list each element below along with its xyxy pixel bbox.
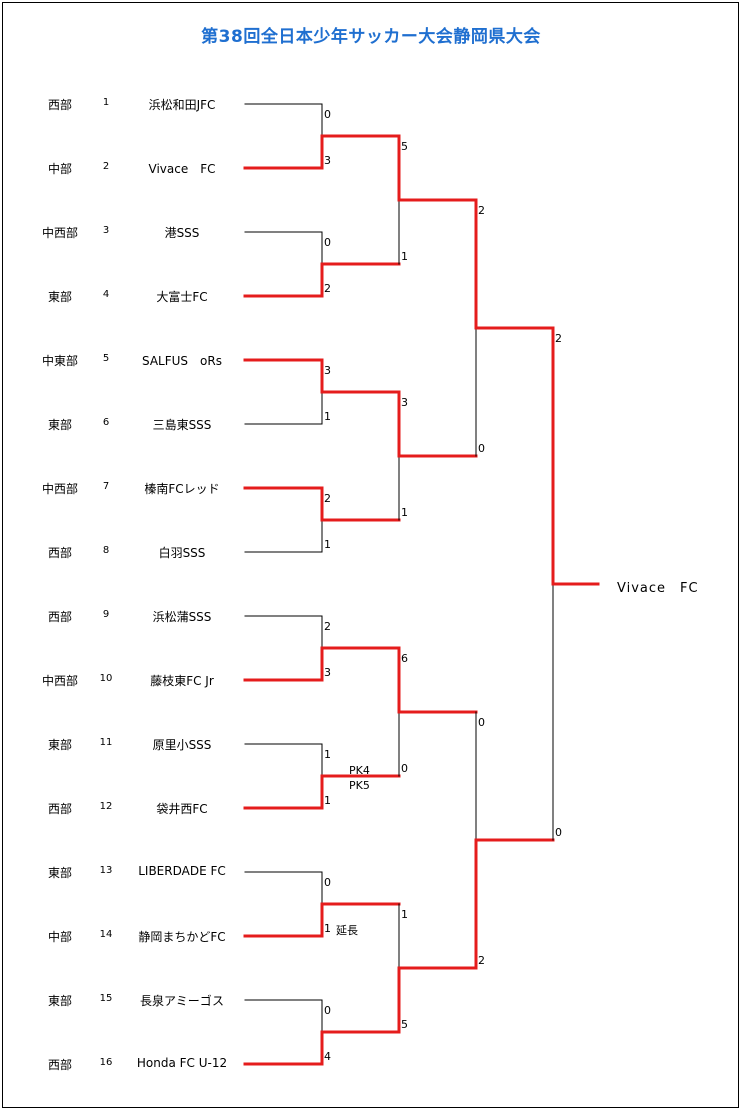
team-name: 浜松蒲SSS [152, 610, 212, 624]
team-region: 西部 [47, 98, 72, 112]
match-score: 5 [401, 1018, 408, 1031]
team-seed: 4 [102, 289, 110, 300]
pk-note: PK4 [349, 764, 370, 777]
match-score: 0 [478, 716, 485, 729]
team-name: 三島東SSS [152, 418, 212, 432]
team-name: 白羽SSS [158, 546, 206, 560]
match-score: 0 [478, 442, 485, 455]
match-score: 1 [324, 794, 331, 807]
team-region: 中部 [47, 930, 72, 944]
team-name: SALFUS oRs [142, 354, 222, 368]
team-seed: 14 [99, 929, 113, 940]
team-region: 東部 [47, 418, 72, 432]
match-score: 0 [324, 236, 331, 249]
team-region: 中西部 [41, 226, 78, 240]
team-name: 大富士FC [156, 290, 208, 304]
team-name: 静岡まちかどFC [138, 930, 226, 944]
match-score: 1 [401, 506, 408, 519]
team-name: 藤枝東FC Jr [150, 674, 214, 688]
team-region: 中東部 [41, 354, 78, 368]
match-score: 0 [324, 108, 331, 121]
team-region: 東部 [47, 738, 72, 752]
team-seed: 3 [102, 225, 110, 236]
match-score: 3 [324, 364, 331, 377]
team-name: 港SSS [164, 226, 200, 240]
page-title: 第38回全日本少年サッカー大会静岡県大会 [201, 27, 541, 47]
match-score: 3 [401, 396, 408, 409]
team-seed: 16 [99, 1057, 113, 1068]
team-seed: 9 [102, 609, 110, 620]
match-score: 6 [401, 652, 408, 665]
match-score: 1 [324, 538, 331, 551]
team-name: LIBERDADE FC [138, 864, 226, 878]
champion-label: Vivace FC [617, 581, 699, 596]
team-seed: 11 [99, 737, 113, 748]
team-seed: 6 [102, 417, 110, 428]
team-seed: 12 [99, 801, 113, 812]
match-score: 1 [324, 748, 331, 761]
match-score: 3 [324, 666, 331, 679]
team-region: 西部 [47, 1058, 72, 1072]
team-name: 原里小SSS [152, 738, 212, 752]
match-score: 2 [478, 954, 485, 967]
team-region: 西部 [47, 546, 72, 560]
match-score: 2 [478, 204, 485, 217]
match-score: 1 [401, 250, 408, 263]
team-seed: 15 [99, 993, 113, 1004]
team-seed: 7 [102, 481, 110, 492]
match-score: 3 [324, 154, 331, 167]
match-score: 5 [401, 140, 408, 153]
match-score: 2 [324, 620, 331, 633]
team-region: 東部 [47, 290, 72, 304]
team-seed: 13 [99, 865, 113, 876]
team-region: 東部 [47, 994, 72, 1008]
team-name: Vivace FC [148, 162, 216, 176]
match-score: 0 [555, 826, 562, 839]
pk-note: PK5 [349, 779, 370, 792]
match-score: 1 [324, 410, 331, 423]
team-region: 中部 [47, 162, 72, 176]
team-seed: 5 [102, 353, 110, 364]
team-region: 西部 [47, 610, 72, 624]
team-seed: 2 [102, 161, 110, 172]
match-score: 1 [324, 922, 331, 935]
team-region: 中西部 [41, 674, 78, 688]
team-region: 東部 [47, 866, 72, 880]
team-region: 西部 [47, 802, 72, 816]
match-score: 2 [324, 282, 331, 295]
team-seed: 8 [102, 545, 110, 556]
team-seed: 10 [99, 673, 113, 684]
extra-time-note: 延長 [336, 924, 358, 937]
team-name: 浜松和田JFC [148, 98, 216, 112]
match-score: 1 [401, 908, 408, 921]
match-score: 2 [324, 492, 331, 505]
team-name: 榛南FCレッド [144, 482, 220, 496]
match-score: 0 [324, 876, 331, 889]
match-score: 2 [555, 332, 562, 345]
match-score: 4 [324, 1050, 331, 1063]
team-region: 中西部 [41, 482, 78, 496]
team-name: 長泉アミーゴス [139, 994, 224, 1008]
team-seed: 1 [102, 97, 110, 108]
match-score: 0 [401, 762, 408, 775]
match-score: 0 [324, 1004, 331, 1017]
team-name: Honda FC U-12 [136, 1056, 228, 1070]
team-name: 袋井西FC [156, 802, 208, 816]
